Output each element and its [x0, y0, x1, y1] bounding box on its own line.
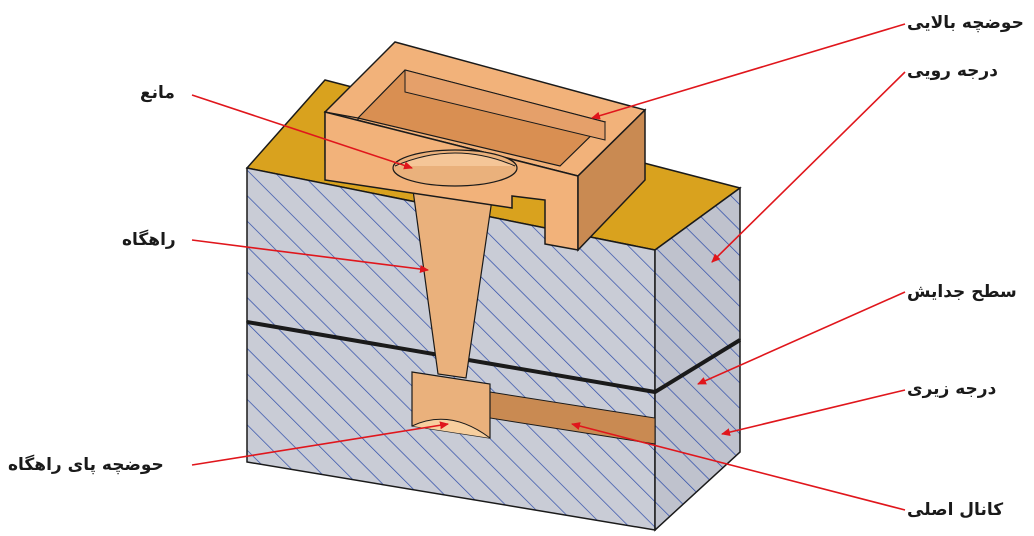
label-choke: مانع: [140, 83, 175, 103]
arrow-sprue: [191, 239, 429, 273]
sprue-well: [411, 371, 491, 439]
arrow-drag: [721, 389, 906, 437]
label-drag: درجه زیری: [907, 379, 997, 399]
label-sprue: راهگاه: [122, 230, 176, 250]
arrow-cope: [711, 71, 906, 263]
upper-basin: [323, 41, 647, 252]
arrow-choke: [191, 94, 413, 170]
label-main-runner: کانال اصلی: [907, 500, 1004, 520]
arrow-main-runner: [571, 422, 906, 511]
label-cope: درجه رویی: [907, 61, 998, 81]
label-parting-surface: سطح جدایش: [907, 282, 1017, 302]
arrow-upper-basin: [591, 23, 906, 120]
arrow-parting-surface: [697, 291, 906, 385]
arrow-sprue-well: [191, 421, 449, 466]
label-sprue-well: حوضچه پای راهگاه: [8, 455, 164, 475]
label-upper-basin: حوضچه بالایی: [907, 13, 1024, 33]
parting-line: [246, 320, 742, 395]
